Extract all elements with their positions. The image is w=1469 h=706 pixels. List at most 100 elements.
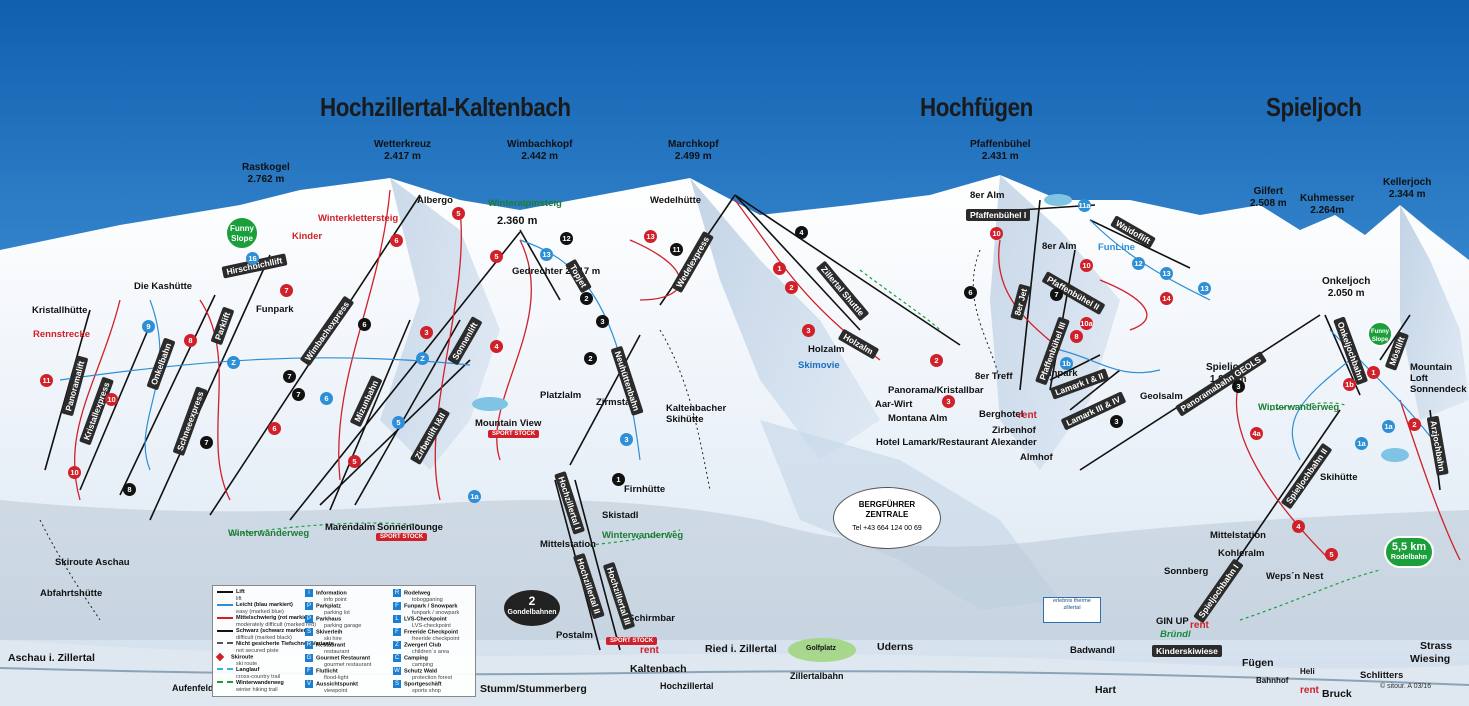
rodelbahn-label: Rodelbahn [1390,554,1428,561]
town-aufenfeld: Aufenfeld [172,683,214,693]
legend-subtext: difficult (marked black) [236,635,292,641]
place-schirmbar: Schirmbar [628,613,675,624]
piste-marker-black: 2 [584,352,597,365]
legend-text: Schutz Wald [404,668,438,675]
place-kinderskiwiese: Kinderskiwiese [1152,645,1222,657]
rodelbahn-badge: 5,5 km Rodelbahn [1384,536,1434,568]
place-mittelstation: Mittelstation [540,539,596,550]
piste-marker-red: 10 [68,466,81,479]
legend-icon: V [305,680,313,688]
piste-marker-black: 2 [580,292,593,305]
piste-marker-red: 10 [105,393,118,406]
piste-marker-red: 1b [1343,378,1356,391]
piste-marker-blue: 3 [620,433,633,446]
legend-subtext: protection forest [412,675,453,682]
legend-subtext: freeride checkpoint [412,636,460,643]
piste-marker-red: 3 [942,395,955,408]
piste-marker-black: 3 [596,315,609,328]
place-sonnberg: Sonnberg [1164,566,1209,577]
legend-swatch [217,680,233,685]
piste-marker-red: 2 [930,354,943,367]
legend-icon: F [305,667,313,675]
place-platzlalm: Platzlalm [540,390,582,401]
place-8er-alm-top: 8er Alm [970,190,1005,201]
legend-item: Schwarz (schwarz markiert)difficult (mar… [217,628,310,642]
legend-icon: S [393,680,401,688]
place-sonnenlounge: Sonnenlounge [377,522,443,533]
piste-marker-black: 8 [123,483,136,496]
legend-text: Gourmet Restaurant [316,655,371,662]
place-almhof: Almhof [1020,452,1053,463]
funny-slope-badge: Funny Slope [225,216,259,250]
legend-icon: R [305,641,313,649]
piste-marker-black: 3 [1232,380,1245,393]
piste-marker-blue: 6 [320,392,333,405]
legend-text: Skiverleih [316,629,343,636]
place-bruendl: Bründl [1160,629,1191,640]
legend-icon: G [305,654,313,662]
legend-text: Langlauf [236,667,260,673]
legend-text: Parkplatz [316,603,341,610]
piste-marker-blue: 12 [1132,257,1145,270]
piste-marker-blue: 11a [1078,199,1091,212]
legend-subtext: LVS-checkpoint [412,623,451,630]
place-funline: FunLine [1098,242,1135,253]
place-winterwanderweg-kaltenbach: Winterwanderweg [602,530,684,541]
piste-marker-blue: 13 [1198,282,1211,295]
piste-marker-black: 4 [795,226,808,239]
sport-stock-logo-3: SPORT STOCK [606,637,658,645]
legend-text: Zwergerl Club [404,642,442,649]
legend-icon: F [393,628,401,636]
place-panorama-kristallbar: Panorama/Kristallbar [888,385,984,396]
legend-icon: P [305,615,313,623]
legend-subtext: flood-light [324,675,349,682]
piste-marker-black: 7 [1050,288,1063,301]
place-weps-nest: Weps´n Nest [1266,571,1324,582]
place-zirmstadl: Zirmstadl [596,397,639,408]
legend-text: Winterwanderweg [236,680,284,686]
piste-marker-red: 6 [268,422,281,435]
region-title-hochzillertal: Hochzillertal-Kaltenbach [320,92,571,122]
piste-marker-red: 5 [452,207,465,220]
legend-swatch [217,629,233,632]
place-badwandl: Badwandl [1070,645,1115,656]
legend-icon: R [393,589,401,597]
place-kaltenbacher-skihuette: Kaltenbacher Skihütte [666,403,727,425]
place-funpark: Funpark [256,304,294,315]
place-mountain-loft: Mountain Loft Sonnendeck [1410,362,1467,395]
place-skistadl: Skistadl [602,510,639,521]
piste-marker-red: 5 [348,455,361,468]
legend-text: Restaurant [316,642,346,649]
piste-marker-red: 4 [1292,520,1305,533]
town-strass: Strass [1420,640,1453,652]
legend-subtext: easy (marked blue) [236,609,284,615]
piste-marker-red: 5 [490,250,503,263]
piste-marker-blue: 13 [1160,267,1173,280]
place-zirbenhof: Zirbenhof [992,425,1036,436]
legend-icon: P [305,602,313,610]
legend-text: Mittelschwierig (rot markiert) [236,615,313,621]
legend-subtext: not secured piste [236,648,279,654]
piste-marker-red: 10 [1080,259,1093,272]
piste-marker-red: 11 [40,374,53,387]
town-kaltenbach: Kaltenbach [630,663,687,675]
piste-marker-black: 7 [283,370,296,383]
legend-text: Skiroute [231,654,254,661]
lift-pfaffenbuehel-1[interactable]: Pfaffenbühel I [966,209,1031,221]
sport-stock-logo-1: SPORT STOCK [488,430,540,438]
piste-marker-red: 1 [1367,366,1380,379]
legend-swatch [217,603,233,606]
legend-subtext: cross-country trail [236,674,281,680]
place-hotel-lamark: Hotel Lamark/Restaurant Alexander [876,437,1037,448]
town-uderns: Uderns [877,641,914,653]
